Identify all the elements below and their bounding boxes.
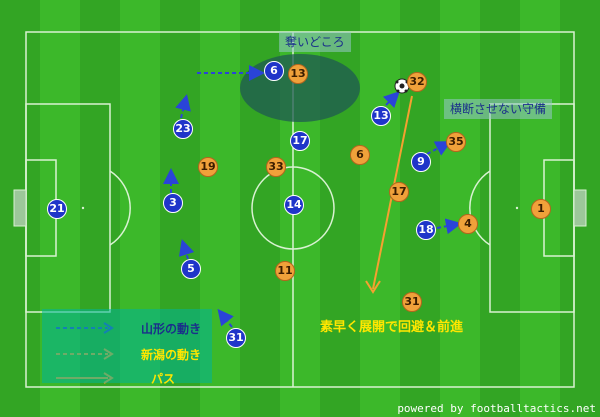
- player-blue: 14: [284, 195, 304, 215]
- blue-move-arrows: [163, 65, 462, 328]
- legend-niigata-label: 新潟の動き: [141, 348, 202, 362]
- credit-text: powered by footballtactics.net: [397, 402, 596, 415]
- player-blue: 17: [290, 131, 310, 151]
- lateral-defense-label: 横断させない守備: [444, 99, 553, 119]
- player-orange: 1: [531, 199, 551, 219]
- player-orange: 17: [389, 182, 409, 202]
- player-orange: 4: [458, 214, 478, 234]
- legend-yamagata-label: 山形の動き: [141, 322, 202, 336]
- right-goal: [573, 189, 587, 227]
- player-blue: 21: [47, 199, 67, 219]
- player-blue: 9: [411, 152, 431, 172]
- player-orange: 13: [288, 64, 308, 84]
- player-orange: 11: [275, 261, 295, 281]
- player-orange: 32: [407, 72, 427, 92]
- player-blue: 23: [173, 119, 193, 139]
- legend-pass-label: パス: [151, 372, 176, 386]
- player-blue: 5: [181, 259, 201, 279]
- player-orange: 35: [446, 132, 466, 152]
- left-goal: [13, 189, 27, 227]
- legend-panel: [42, 309, 212, 383]
- player-blue: 3: [163, 193, 183, 213]
- player-orange: 33: [266, 157, 286, 177]
- player-orange: 6: [350, 145, 370, 165]
- player-blue: 31: [226, 328, 246, 348]
- player-orange: 19: [198, 157, 218, 177]
- counter-attack-text: 素早く展開で回避＆前進: [320, 320, 464, 335]
- player-orange: 31: [402, 292, 422, 312]
- player-blue: 13: [371, 106, 391, 126]
- steal-zone-label: 奪いどころ: [279, 32, 351, 52]
- player-blue: 18: [416, 220, 436, 240]
- player-blue: 6: [264, 61, 284, 81]
